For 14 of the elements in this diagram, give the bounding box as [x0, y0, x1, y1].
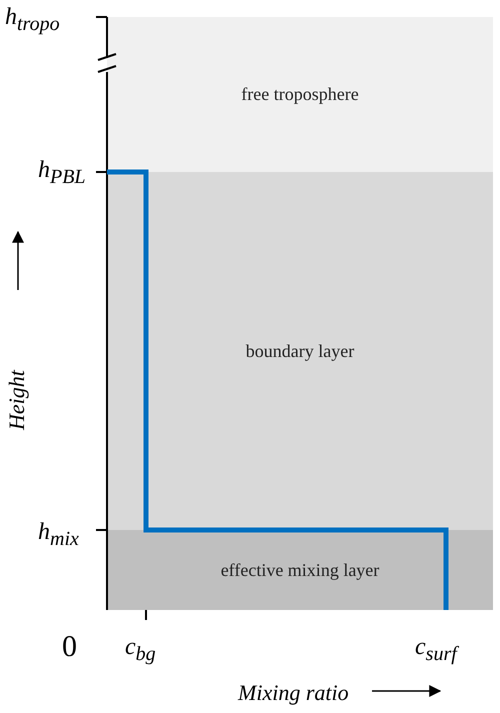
origin-label: 0 — [62, 632, 77, 662]
axis-title: Height — [6, 370, 28, 430]
height-level-label: h$_{tropo}$ — [5, 5, 60, 34]
height-level-label: h$_{mix}$ — [38, 520, 79, 549]
layer-label: boundary layer — [246, 340, 354, 362]
axis-title: Mixing ratio — [238, 682, 349, 704]
concentration-label: c$_{surf}$ — [415, 635, 457, 664]
layer-band — [107, 172, 493, 530]
concentration-label: c$_{bg}$ — [125, 635, 156, 664]
layer-label: free troposphere — [241, 84, 359, 105]
height-level-label: h$_{PBL}$ — [38, 158, 86, 187]
layer-label: effective mixing layer — [220, 560, 380, 580]
layer-band — [107, 17, 493, 172]
layer-band — [107, 530, 493, 610]
